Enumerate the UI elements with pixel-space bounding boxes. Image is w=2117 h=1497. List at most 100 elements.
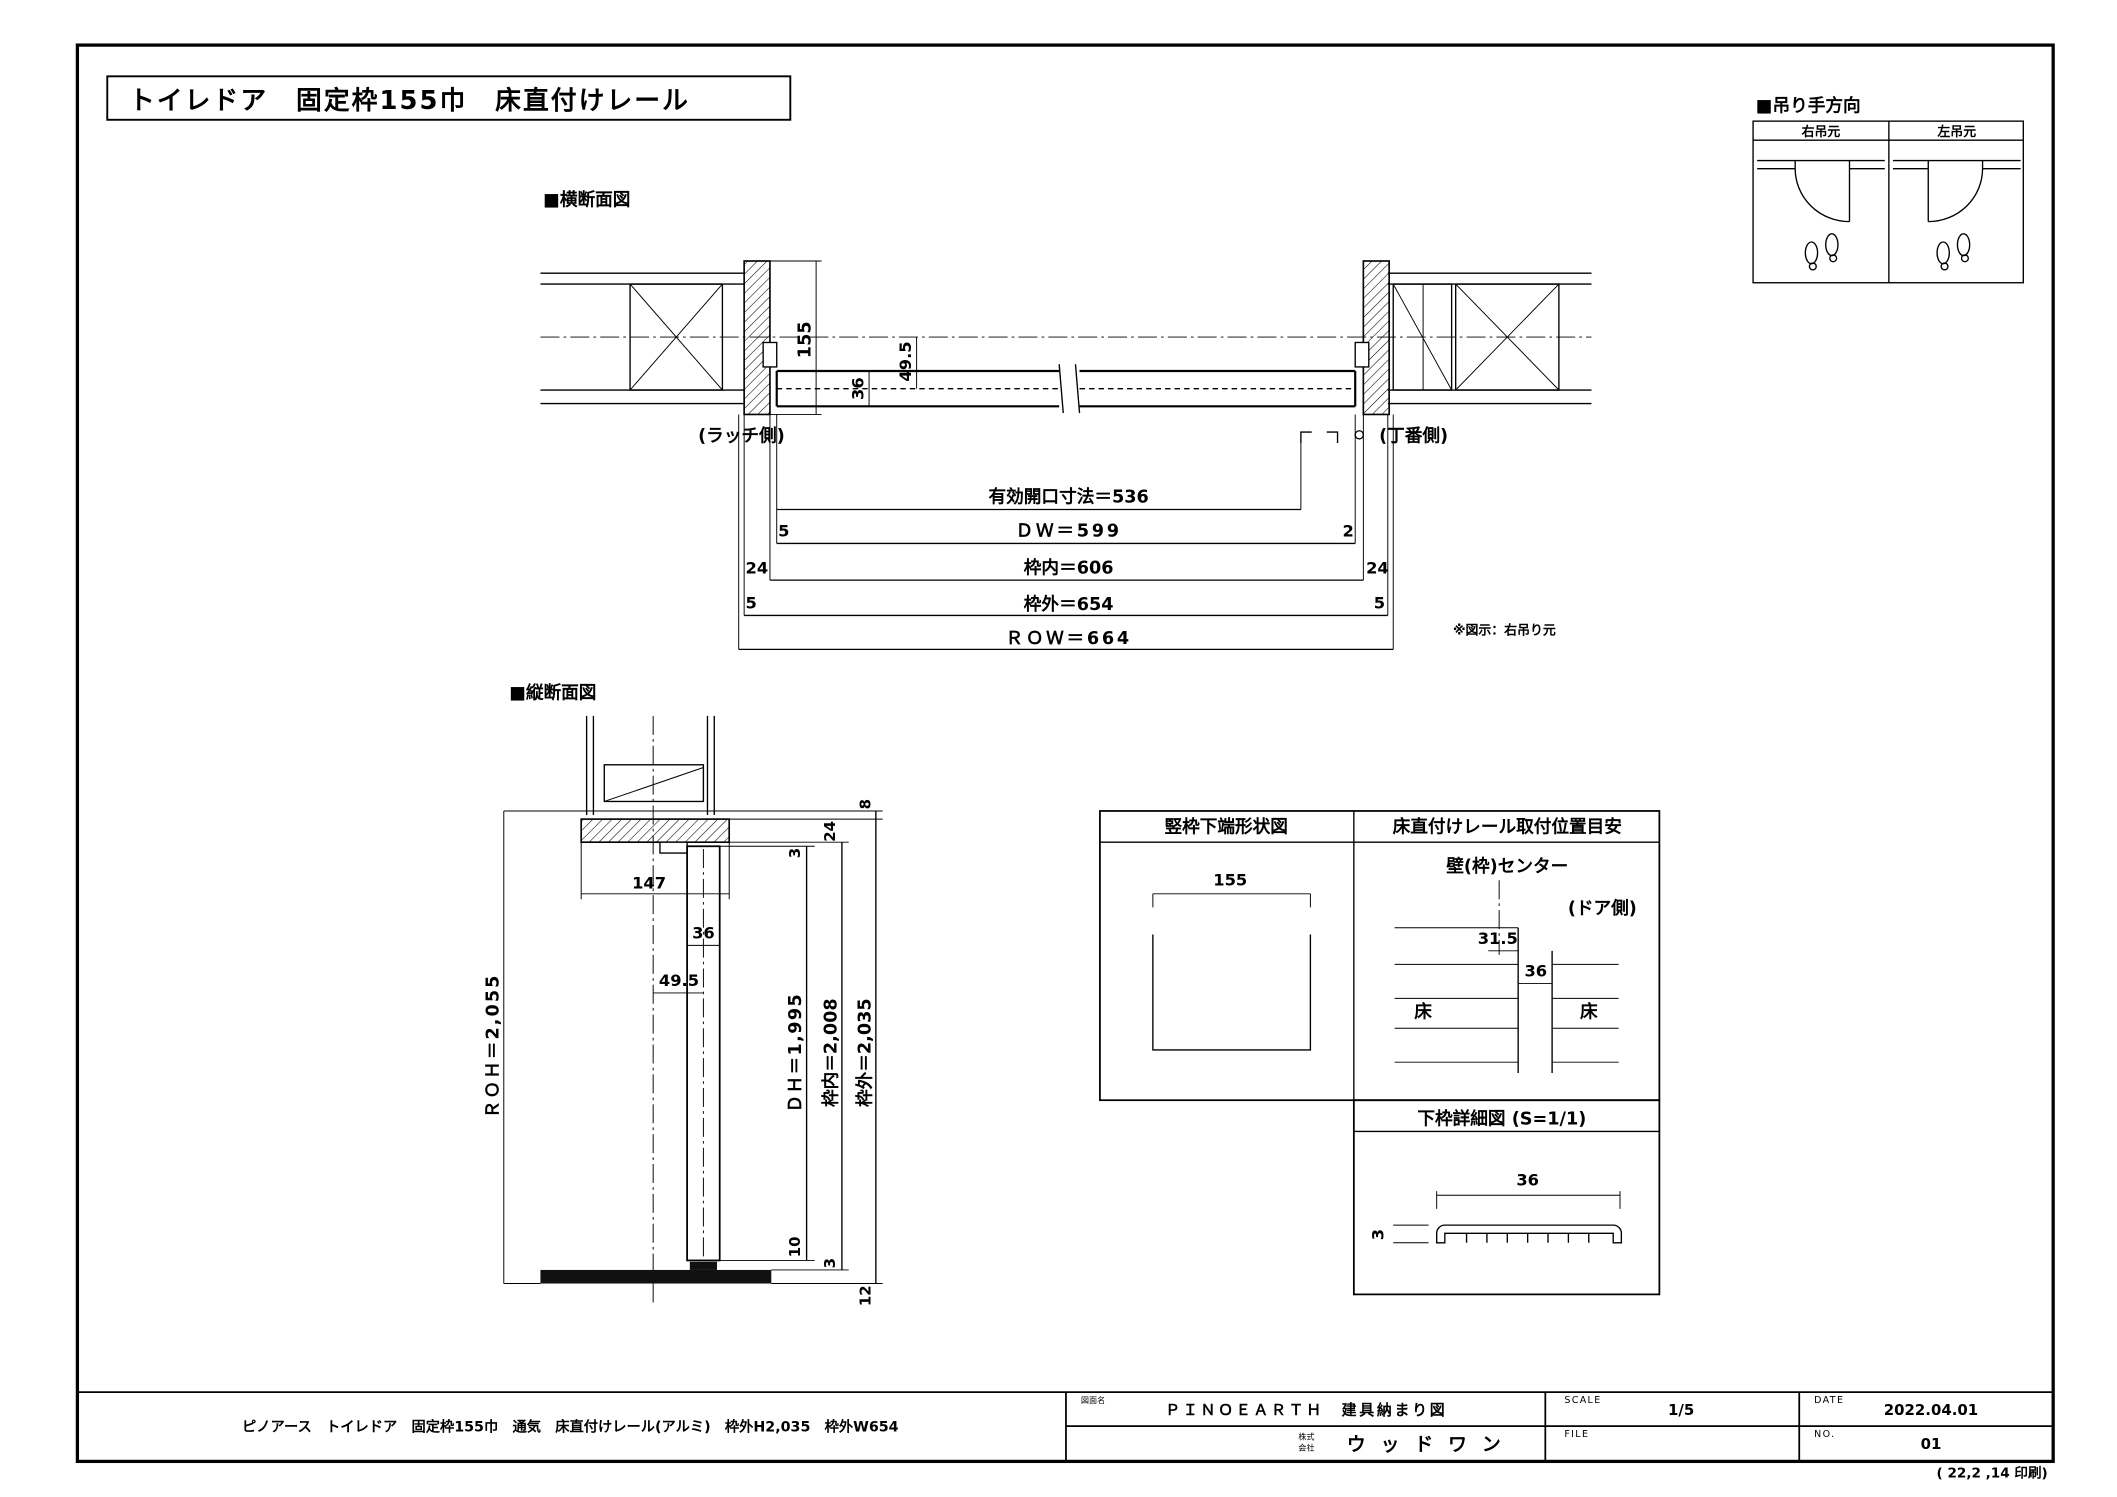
scale-value: 1/5 [1668,1401,1694,1419]
dim-147-lines [580,842,730,900]
frame-outer-right-dim: 5 [1374,594,1385,613]
wall-center-label: 壁(枠)センター [1446,855,1568,877]
latch-side-jamb [743,260,771,416]
jamb-width-dim: 155 [1213,871,1247,890]
floor-left-label: 床 [1414,1000,1432,1022]
footprint-icon [1936,233,1971,271]
sill-height-lines [1393,1224,1429,1244]
hanging-left-door-swing [1928,168,1984,223]
title-block-grid [77,1391,2054,1462]
jamb-width-line [1152,893,1311,908]
upper-wall [585,715,715,816]
horizontal-section: ■横断面図 155 36 49.5 (ラッチ側) (丁番側) 有効開口寸法＝53… [540,188,1592,651]
dh-dim: ＤＨ＝1,995 [786,993,806,1113]
dw-right-dim: 2 [1343,522,1354,541]
floor-right-label: 床 [1580,1000,1598,1022]
floor-rail [540,1269,772,1284]
frame-outer-dim: 枠外＝654 [1024,593,1114,615]
dim-10: 10 [786,1236,804,1257]
dim-36-vertical: 36 [692,924,715,943]
footprint-icon [1804,233,1839,271]
rail-sides [1517,927,1553,1074]
door-break-mark [1058,364,1081,414]
hinge-marker-bracket [1300,431,1339,443]
date-value: 2022.04.01 [1884,1401,1978,1419]
dim-24: 24 [821,821,839,842]
sheet-border [75,43,2055,1464]
drawing-title: トイレドア 固定枠155巾 床直付けレール [129,85,690,116]
latch-side-label: (ラッチ側) [698,425,785,447]
dim-49-5-vertical: 49.5 [659,971,699,990]
hanging-heading: ■吊り手方向 [1756,95,1861,117]
jamb-bottom-header: 竪枠下端形状図 [1164,816,1287,838]
door-side-label: (ドア側) [1568,897,1637,919]
sill-detail-header: 下枠詳細図 (S=1/1) [1417,1108,1586,1130]
dim-155: 155 [796,321,816,358]
no-value: 01 [1921,1435,1942,1453]
extension-lines [738,414,1394,650]
jamb-bottom-shape [1152,934,1312,1051]
frame-inner-left-dim: 24 [745,558,768,577]
head-jamb [580,818,731,844]
rail-width-dim: 36 [1524,962,1547,981]
dim-3-top: 3 [786,848,804,858]
drawing-name: ＰＩＮＯＥＡＲＴＨ 建具納まり図 [1165,1401,1447,1419]
dw-dim: ＤＷ＝599 [1016,522,1122,542]
horizontal-section-heading: ■横断面図 [543,188,630,210]
hanging-direction-panel: ■吊り手方向 右吊元 左吊元 [1752,95,2024,284]
dimension-lines [738,508,1394,651]
head-stop [659,841,688,854]
hinge-marker-icon [1354,430,1365,440]
sill-width-dim: 36 [1516,1171,1539,1190]
hanging-left-wall [1892,159,2021,170]
roh-dim-lines [503,810,883,1284]
no-label: NO. [1814,1429,1835,1440]
door-panel [775,369,1357,408]
hanging-right-wall [1757,159,1885,170]
title-box [106,75,792,121]
print-note: ( 22,2 ,14 印刷) [1937,1465,2048,1482]
hanging-left-label: 左吊元 [1937,124,1976,140]
frame-inner-right-dim: 24 [1366,558,1389,577]
detail-table: 竪枠下端形状図 床直付けレール取付位置目安 下枠詳細図 (S=1/1) 155 … [1099,810,1661,1296]
company-prefix-top: 株式 [1298,1432,1314,1442]
rail-guide [689,1261,717,1270]
lintel-diagonal [604,767,704,802]
hanging-right-label: 右吊元 [1802,124,1841,140]
dim-12: 12 [856,1285,874,1306]
right-wall [1387,272,1592,405]
detail-table-frame [1099,810,1661,1102]
effective-opening-dim: 有効開口寸法＝536 [989,486,1149,508]
hanging-note: ※図示：右吊り元 [1453,622,1556,638]
drawing-name-label: 図面名 [1081,1395,1105,1405]
hanging-grid [1753,121,2024,283]
left-wall [540,272,745,405]
dim-155-lines [769,260,822,415]
dim-3-bottom: 3 [821,1258,839,1268]
right-extension-lines [719,818,883,1284]
dim-8: 8 [856,799,874,809]
sill-detail-frame [1352,1099,1661,1296]
frame-inner-dim: 枠内＝606 [1024,556,1114,578]
rail-position-header: 床直付けレール取付位置目安 [1393,816,1622,838]
dim-49-5: 49.5 [896,341,915,381]
vertical-section: ■縦断面図 147 36 49.5 ＲＯＨ＝2,055 8 24 3 ＤＨ＝1,… [483,681,883,1307]
sill-width-line [1436,1191,1621,1209]
sill-height-dim: 3 [1369,1229,1388,1240]
hinge-side-stop [1354,341,1370,368]
dim-36: 36 [849,377,868,400]
floor-lines-right [1552,963,1619,1063]
row-dim: ＲＯＷ＝664 [1005,629,1131,649]
latch-side-stop [762,341,778,368]
title-block: ピノアース トイレドア 固定枠155巾 通気 床直付けレール(アルミ) 枠外H2… [77,1391,2054,1462]
dim-147: 147 [632,873,666,892]
dw-left-dim: 5 [778,522,789,541]
frame-outer-left-dim: 5 [745,594,756,613]
sill-profile [1436,1224,1623,1244]
hanging-right-door-swing [1794,168,1850,223]
drawing-description: ピノアース トイレドア 固定枠155巾 通気 床直付けレール(アルミ) 枠外H2… [242,1418,899,1436]
hinge-side-jamb [1362,260,1390,416]
frame-inner-height-dim: 枠内＝2,008 [819,998,841,1107]
right-dimension-lines [805,810,877,1284]
